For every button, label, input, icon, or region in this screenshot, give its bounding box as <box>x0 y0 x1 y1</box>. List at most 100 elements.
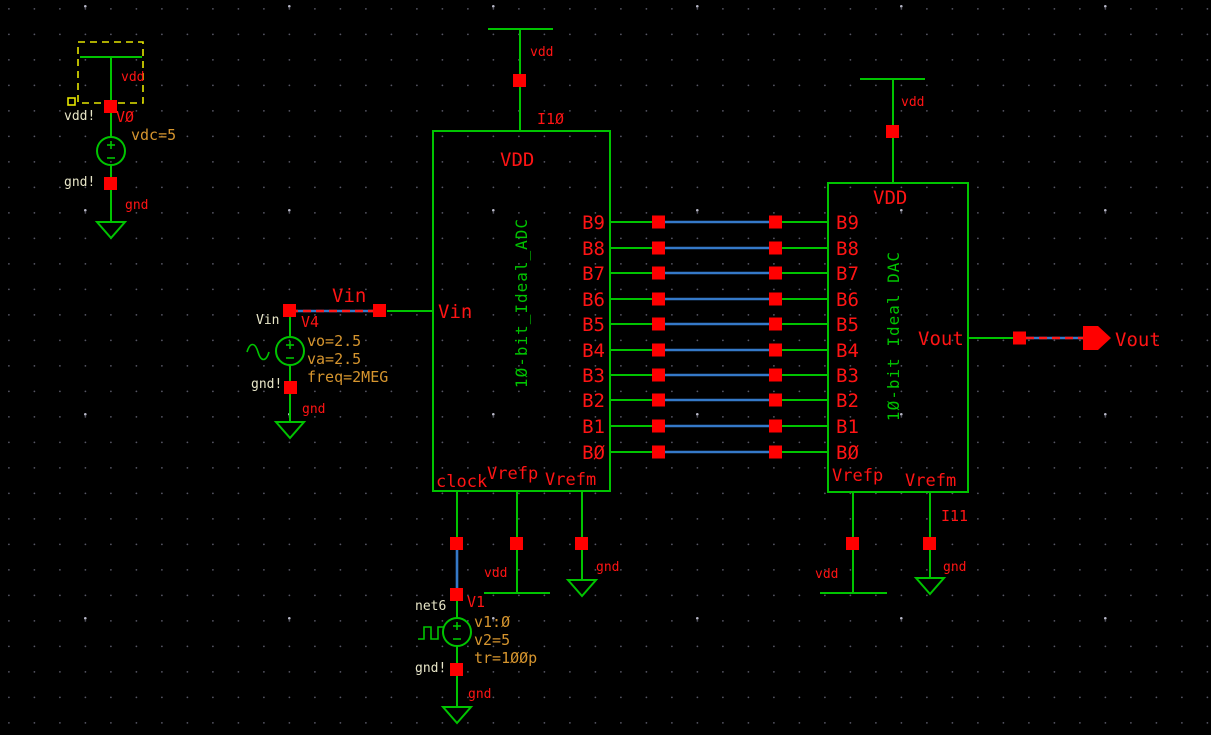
dac-vrefp-rail[interactable]: vdd <box>815 492 887 594</box>
param-tr[interactable]: tr=1ØØp <box>474 649 537 667</box>
bus-wire-b7[interactable]: B7 B7 <box>582 263 859 285</box>
param-freq[interactable]: freq=2MEG <box>307 368 388 386</box>
param-v1[interactable]: v1:Ø <box>474 613 510 631</box>
adc-symbol-outline[interactable] <box>432 130 611 492</box>
adc-pin-b0: BØ <box>582 442 605 464</box>
adc-pin-b2: B2 <box>582 390 605 412</box>
net-label-vin-wire[interactable]: Vin <box>332 285 366 307</box>
pin-square[interactable] <box>769 317 782 331</box>
pin-square[interactable] <box>510 537 523 550</box>
dac-pin-vdd: VDD <box>873 187 907 209</box>
gnd-rail-label: gnd <box>125 198 148 213</box>
pin-square[interactable] <box>575 537 588 550</box>
dac-pin-b2: B2 <box>836 390 859 412</box>
net-label-gnd-global[interactable]: gnd! <box>64 175 95 190</box>
bus-wire-b8[interactable]: B8 B8 <box>582 238 859 260</box>
pulse-source-v1[interactable]: net6 V1 v1:Ø v2=5 tr=1ØØp gnd! gnd <box>415 593 537 725</box>
adc-vrefp-rail[interactable]: vdd <box>484 491 550 594</box>
vdd-rail-label: vdd <box>815 567 838 582</box>
selection-handle[interactable] <box>67 97 76 106</box>
adc-clock-net[interactable] <box>450 491 463 601</box>
pin-square[interactable] <box>769 266 782 280</box>
bus-wire-b2[interactable]: B2 B2 <box>582 390 859 412</box>
pin-square[interactable] <box>450 663 463 676</box>
param-vo[interactable]: vo=2.5 <box>307 332 361 350</box>
gnd-symbol[interactable] <box>273 421 307 440</box>
param-va[interactable]: va=2.5 <box>307 350 361 368</box>
pin-square[interactable] <box>652 343 665 357</box>
net-label-net6[interactable]: net6 <box>415 599 446 614</box>
net-label-vout[interactable]: Vout <box>1115 329 1161 351</box>
net-label-gnd-global[interactable]: gnd! <box>415 661 446 676</box>
instance-label-v1[interactable]: V1 <box>467 593 485 611</box>
gnd-symbol[interactable] <box>440 706 474 725</box>
pin-square[interactable] <box>450 588 463 601</box>
pin-square[interactable] <box>769 343 782 357</box>
dac-vrefm-rail[interactable]: I11 gnd <box>913 492 968 596</box>
instance-label-v4[interactable]: V4 <box>301 313 319 331</box>
gnd-symbol[interactable] <box>913 577 947 596</box>
pin-square[interactable] <box>373 304 386 317</box>
pin-square[interactable] <box>652 317 665 331</box>
dc-source-v0[interactable]: vdd vdd! VØ vdc=5 gnd! gnd <box>64 41 176 240</box>
dac-pin-b8: B8 <box>836 238 859 260</box>
sine-source-v4[interactable]: Vin Vin V4 vo=2.5 va=2.5 freq=2MEG gnd! … <box>246 285 433 440</box>
pin-square[interactable] <box>769 445 782 459</box>
adc-pin-b1: B1 <box>582 416 605 438</box>
dac-block[interactable]: vdd VDD 1Ø-bit Ideal DAC Vout Vrefp Vref… <box>827 78 969 493</box>
pin-square[interactable] <box>104 177 117 190</box>
pin-square[interactable] <box>769 368 782 382</box>
pin-square[interactable] <box>450 537 463 550</box>
pin-square[interactable] <box>652 368 665 382</box>
param-v2[interactable]: v2=5 <box>474 631 510 649</box>
pin-square[interactable] <box>769 292 782 306</box>
bus-wires[interactable]: B9 B9 B8 B8 B7 B7 B6 B6 B5 B5 <box>582 212 859 464</box>
gnd-symbol[interactable] <box>565 579 599 598</box>
pin-square[interactable] <box>513 74 526 87</box>
instance-label-i11[interactable]: I11 <box>941 507 968 525</box>
vout-net[interactable]: Vout <box>968 326 1161 351</box>
dac-pin-b5: B5 <box>836 314 859 336</box>
pin-square[interactable] <box>846 537 859 550</box>
pin-square[interactable] <box>886 125 899 138</box>
instance-label-v0[interactable]: VØ <box>116 108 134 126</box>
bus-wire-b4[interactable]: B4 B4 <box>582 340 859 362</box>
adc-block[interactable]: vdd I1Ø VDD Vin 1Ø-bit_Ideal_ADC clock V… <box>432 28 611 492</box>
pin-square[interactable] <box>769 393 782 407</box>
bus-wire-b1[interactable]: B1 B1 <box>582 416 859 438</box>
net-label-vdd-global[interactable]: vdd! <box>64 109 95 124</box>
pin-square[interactable] <box>1013 331 1026 345</box>
pin-square[interactable] <box>652 445 665 459</box>
pin-square[interactable] <box>652 393 665 407</box>
dac-pin-b0: BØ <box>836 442 859 464</box>
instance-label-i10[interactable]: I1Ø <box>537 110 564 128</box>
adc-cell-name: 1Ø-bit_Ideal_ADC <box>512 218 531 388</box>
gnd-symbol[interactable] <box>94 221 128 240</box>
pin-square[interactable] <box>283 304 296 317</box>
adc-vrefm-rail[interactable]: gnd <box>565 491 619 598</box>
pin-square[interactable] <box>284 381 297 394</box>
pin-square[interactable] <box>769 419 782 433</box>
bus-wire-b5[interactable]: B5 B5 <box>582 314 859 336</box>
dac-pin-b7: B7 <box>836 263 859 285</box>
adc-pin-vrefm: Vrefm <box>545 470 596 490</box>
pin-square[interactable] <box>769 241 782 255</box>
output-pin-symbol[interactable] <box>1083 326 1111 350</box>
net-label-vin[interactable]: Vin <box>256 313 279 328</box>
param-vdc[interactable]: vdc=5 <box>131 126 176 144</box>
bus-wire-b0[interactable]: BØ BØ <box>582 442 859 464</box>
pin-square[interactable] <box>923 537 936 550</box>
pin-square[interactable] <box>652 292 665 306</box>
pin-square[interactable] <box>652 266 665 280</box>
pin-square[interactable] <box>652 241 665 255</box>
pin-square[interactable] <box>104 100 117 113</box>
net-label-gnd-global[interactable]: gnd! <box>251 377 282 392</box>
pin-square[interactable] <box>769 215 782 229</box>
pin-square[interactable] <box>652 215 665 229</box>
bus-wire-b6[interactable]: B6 B6 <box>582 289 859 311</box>
pin-square[interactable] <box>652 419 665 433</box>
bus-wire-b9[interactable]: B9 B9 <box>582 212 859 234</box>
bus-wire-b3[interactable]: B3 B3 <box>582 365 859 387</box>
